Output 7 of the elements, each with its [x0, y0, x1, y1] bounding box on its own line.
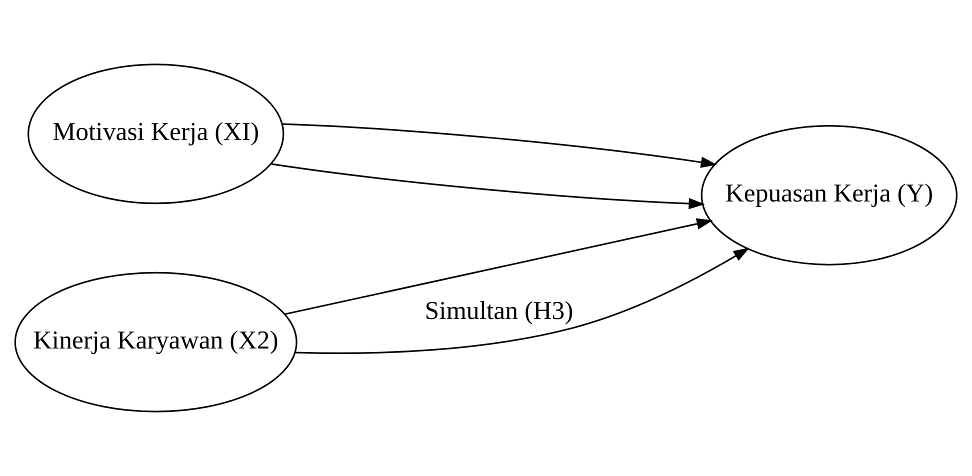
arrow [295, 248, 750, 354]
arrow [282, 123, 718, 168]
node-ellipse: Motivasi Kerja (XI) [28, 64, 284, 204]
arrow [284, 218, 713, 315]
edge-label: Simultan (H3) [424, 296, 574, 326]
arrow [271, 163, 705, 210]
node-ellipse: Kinerja Karyawan (X2) [14, 272, 298, 412]
